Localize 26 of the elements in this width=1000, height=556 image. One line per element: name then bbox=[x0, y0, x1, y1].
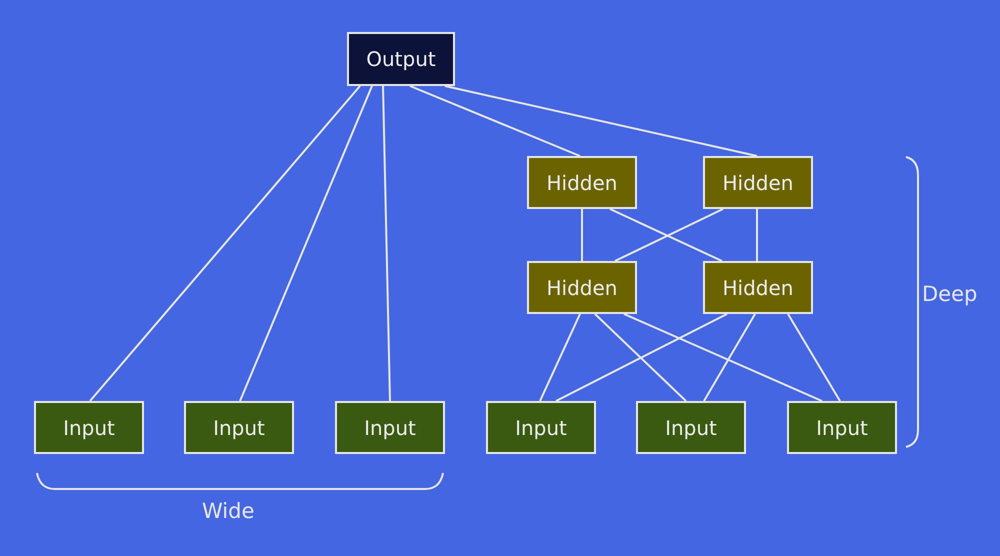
connector-line bbox=[756, 209, 758, 261]
axis-label: Wide bbox=[202, 499, 254, 523]
input-box: Input bbox=[486, 401, 596, 454]
input-box: Input bbox=[636, 401, 746, 454]
axis-label: Deep bbox=[922, 282, 978, 306]
connector-line bbox=[539, 314, 581, 402]
connector-line bbox=[444, 85, 758, 157]
hidden-box: Hidden bbox=[703, 261, 813, 314]
connector-line bbox=[581, 209, 583, 261]
hidden-box: Hidden bbox=[703, 156, 813, 209]
output-box: Output bbox=[347, 32, 455, 86]
connector-line bbox=[410, 85, 580, 157]
input-box: Input bbox=[787, 401, 897, 454]
input-box: Input bbox=[184, 401, 294, 454]
connector-line bbox=[382, 86, 391, 402]
input-box: Input bbox=[335, 401, 445, 454]
connector-line bbox=[787, 313, 841, 402]
connector-line bbox=[624, 313, 822, 402]
connector-line bbox=[556, 313, 728, 402]
hidden-box: Hidden bbox=[527, 261, 637, 314]
connector-line bbox=[89, 85, 361, 402]
connector-line bbox=[703, 314, 756, 402]
hidden-box: Hidden bbox=[527, 156, 637, 209]
connector-line bbox=[594, 313, 687, 402]
input-box: Input bbox=[34, 401, 144, 454]
connector-line bbox=[239, 86, 373, 402]
